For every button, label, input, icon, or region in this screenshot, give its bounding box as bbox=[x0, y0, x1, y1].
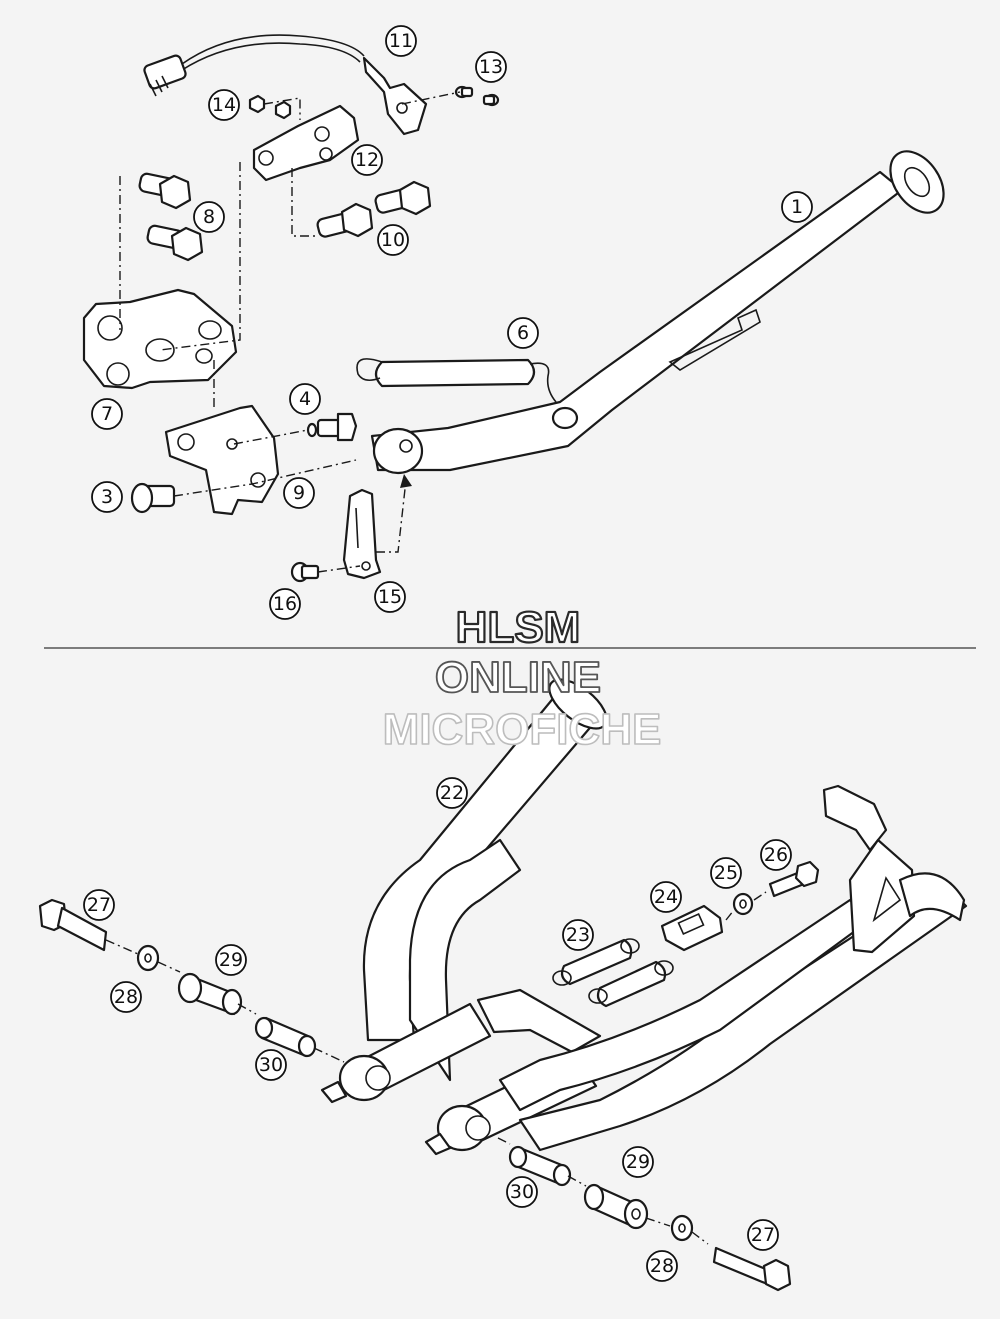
callout-27-left: 27 bbox=[83, 889, 115, 921]
svg-text:28: 28 bbox=[650, 1255, 674, 1277]
callout-9: 9 bbox=[283, 477, 315, 509]
callout-12: 12 bbox=[351, 144, 383, 176]
side-stand-switch bbox=[143, 34, 428, 136]
switch-plate-screw bbox=[290, 561, 320, 583]
side-stand-leg bbox=[370, 150, 945, 475]
watermark-line-1: HLSM bbox=[456, 603, 581, 652]
svg-text:29: 29 bbox=[626, 1151, 650, 1173]
callout-30-right: 30 bbox=[506, 1176, 538, 1208]
svg-text:22: 22 bbox=[440, 782, 464, 804]
watermark-line-2: ONLINE bbox=[435, 653, 601, 702]
callout-13: 13 bbox=[475, 51, 507, 83]
svg-text:27: 27 bbox=[751, 1224, 775, 1246]
center-stand-springs bbox=[552, 938, 674, 1008]
svg-text:10: 10 bbox=[381, 229, 405, 251]
assembly-leaders-upper bbox=[119, 91, 461, 573]
sensor-bracket-bolts bbox=[316, 180, 432, 238]
callout-15: 15 bbox=[374, 581, 406, 613]
callout-8: 8 bbox=[193, 201, 225, 233]
callout-23: 23 bbox=[562, 919, 594, 951]
svg-text:30: 30 bbox=[259, 1054, 283, 1076]
svg-text:12: 12 bbox=[355, 149, 379, 171]
pivot-bolt-right bbox=[712, 1246, 792, 1292]
svg-text:11: 11 bbox=[389, 30, 413, 52]
callout-26: 26 bbox=[760, 839, 792, 871]
svg-text:1: 1 bbox=[791, 196, 803, 218]
watermark-line-3: MICROFICHE bbox=[383, 705, 662, 754]
svg-text:9: 9 bbox=[293, 482, 305, 504]
center-stand-frame bbox=[320, 678, 968, 1156]
svg-text:13: 13 bbox=[479, 56, 503, 78]
callout-7: 7 bbox=[91, 398, 123, 430]
callouts: 1 3 4 6 7 8 9 10 11 12 13 14 15 16 22 23… bbox=[83, 25, 813, 1282]
assembly-leaders-lower bbox=[105, 891, 767, 1245]
svg-text:15: 15 bbox=[378, 586, 402, 608]
pivot-bolt-left bbox=[38, 898, 108, 952]
svg-text:7: 7 bbox=[101, 403, 113, 425]
stopper-washer bbox=[732, 892, 754, 916]
callout-29-right: 29 bbox=[622, 1146, 654, 1178]
stopper-rubber bbox=[660, 904, 724, 952]
pivot-washer-left bbox=[136, 944, 160, 972]
pivot-bushing-left bbox=[177, 972, 243, 1016]
svg-text:30: 30 bbox=[510, 1181, 534, 1203]
callout-10: 10 bbox=[377, 224, 409, 256]
center-stand-assembly bbox=[38, 678, 968, 1292]
pivot-collar-right bbox=[508, 1145, 572, 1187]
svg-text:16: 16 bbox=[273, 593, 297, 615]
svg-text:26: 26 bbox=[764, 844, 788, 866]
callout-11: 11 bbox=[385, 25, 417, 57]
callout-3: 3 bbox=[91, 481, 123, 513]
svg-text:6: 6 bbox=[517, 322, 529, 344]
svg-text:23: 23 bbox=[566, 924, 590, 946]
callout-24: 24 bbox=[650, 881, 682, 913]
callout-29-left: 29 bbox=[215, 944, 247, 976]
callout-28-right: 28 bbox=[646, 1250, 678, 1282]
svg-text:24: 24 bbox=[654, 886, 678, 908]
callout-27-right: 27 bbox=[747, 1219, 779, 1251]
spring-hook-stud bbox=[306, 412, 358, 442]
sensor-bracket bbox=[252, 104, 360, 182]
pivot-bolt bbox=[130, 482, 176, 514]
svg-text:4: 4 bbox=[299, 388, 311, 410]
pivot-washer-right bbox=[670, 1214, 694, 1242]
switch-plate bbox=[342, 488, 382, 580]
pivot-bushing-right bbox=[583, 1183, 649, 1230]
watermark: HLSM ONLINE MICROFICHE bbox=[382, 602, 662, 755]
callout-16: 16 bbox=[269, 588, 301, 620]
svg-text:14: 14 bbox=[212, 94, 236, 116]
svg-text:25: 25 bbox=[714, 862, 738, 884]
side-stand-assembly bbox=[82, 34, 945, 583]
stand-spring bbox=[356, 358, 557, 403]
svg-text:8: 8 bbox=[203, 206, 215, 228]
stopper-bolt bbox=[768, 860, 820, 898]
callout-22: 22 bbox=[436, 777, 468, 809]
pivot-collar-left bbox=[254, 1016, 317, 1058]
callout-30-left: 30 bbox=[255, 1049, 287, 1081]
bracket-nuts bbox=[248, 94, 292, 120]
callout-14: 14 bbox=[208, 89, 240, 121]
svg-text:28: 28 bbox=[114, 986, 138, 1008]
svg-text:29: 29 bbox=[219, 949, 243, 971]
callout-28-left: 28 bbox=[110, 981, 142, 1013]
switch-screws bbox=[454, 85, 500, 107]
pivot-plate bbox=[164, 404, 280, 516]
stand-mounting-bracket bbox=[82, 288, 238, 390]
bracket-bolts bbox=[138, 172, 204, 262]
callout-25: 25 bbox=[710, 857, 742, 889]
callout-1: 1 bbox=[781, 191, 813, 223]
svg-text:3: 3 bbox=[101, 486, 113, 508]
svg-text:27: 27 bbox=[87, 894, 111, 916]
callout-4: 4 bbox=[289, 383, 321, 415]
callout-6: 6 bbox=[507, 317, 539, 349]
